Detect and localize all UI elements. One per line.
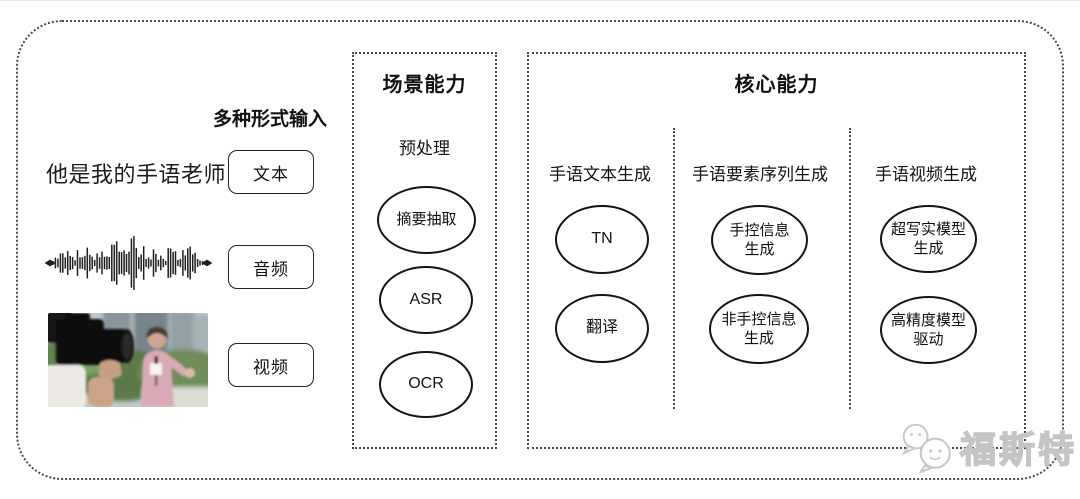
photo-camera [48, 313, 134, 407]
column-divider-2 [849, 128, 851, 409]
node-label-line2: 生成 [744, 241, 775, 258]
node-label-line2: 驱动 [913, 331, 944, 348]
audio-waveform-icon [45, 236, 212, 290]
reporter-photo [48, 313, 208, 407]
node-label: 手控信息 [729, 221, 790, 239]
node-label: 高精度模型 [890, 311, 966, 329]
column-label-text-generation: 手语文本生成 [549, 165, 651, 184]
column-label-element-sequence-generation: 手语要素序列生成 [692, 165, 828, 184]
scene-capability-box: 场景能力 预处理 摘要抽取 ASR OCR [352, 52, 497, 449]
node-summary-extraction: 摘要抽取 [377, 186, 476, 254]
input-box-text-label: 文本 [253, 164, 289, 184]
node-high-precision-model-driving: 高精度模型 驱动 [880, 296, 977, 364]
input-section-title: 多种形式输入 [212, 109, 327, 130]
photo-reporter [141, 327, 195, 407]
watermark-text: 福斯特 [959, 428, 1078, 470]
input-box-audio-label: 音频 [253, 259, 289, 279]
watermark: 福斯特 [898, 421, 1077, 473]
node-label: ASR [409, 290, 443, 308]
preprocess-label: 预处理 [399, 139, 450, 158]
node-label: TN [591, 230, 613, 248]
scene-box-title: 场景能力 [382, 74, 467, 96]
node-label-line2: 生成 [743, 330, 774, 347]
node-label: 非手控信息 [721, 310, 797, 328]
input-box-audio: 音频 [228, 245, 314, 289]
node-non-manual-info-generation: 非手控信息 生成 [709, 294, 809, 364]
node-hyperrealistic-model-generation: 超写实模型 生成 [880, 205, 977, 273]
top-hairline [0, 0, 1080, 1]
outer-dashed-frame [16, 20, 1064, 480]
node-label: 摘要抽取 [396, 211, 457, 229]
node-tn: TN [555, 205, 649, 274]
node-manual-info-generation: 手控信息 生成 [711, 205, 808, 275]
column-divider-1 [673, 128, 675, 409]
input-box-video: 视频 [228, 343, 314, 387]
core-capability-box: 核心能力 手语文本生成 手语要素序列生成 手语视频生成 TN 翻译 手控信息 生… [527, 52, 1026, 449]
node-label-line2: 生成 [913, 240, 944, 257]
node-label: 翻译 [585, 319, 618, 337]
node-ocr: OCR [379, 351, 473, 418]
node-translation: 翻译 [555, 294, 649, 363]
input-box-video-label: 视频 [253, 357, 289, 377]
column-label-video-generation: 手语视频生成 [875, 165, 977, 184]
node-asr: ASR [379, 266, 473, 334]
node-label: 超写实模型 [890, 220, 966, 238]
sample-sentence: 他是我的手语老师 [46, 162, 227, 187]
mascot-logo-icon [901, 423, 951, 473]
node-label: OCR [408, 375, 444, 393]
core-box-title: 核心能力 [734, 74, 819, 96]
input-box-text: 文本 [228, 150, 314, 194]
